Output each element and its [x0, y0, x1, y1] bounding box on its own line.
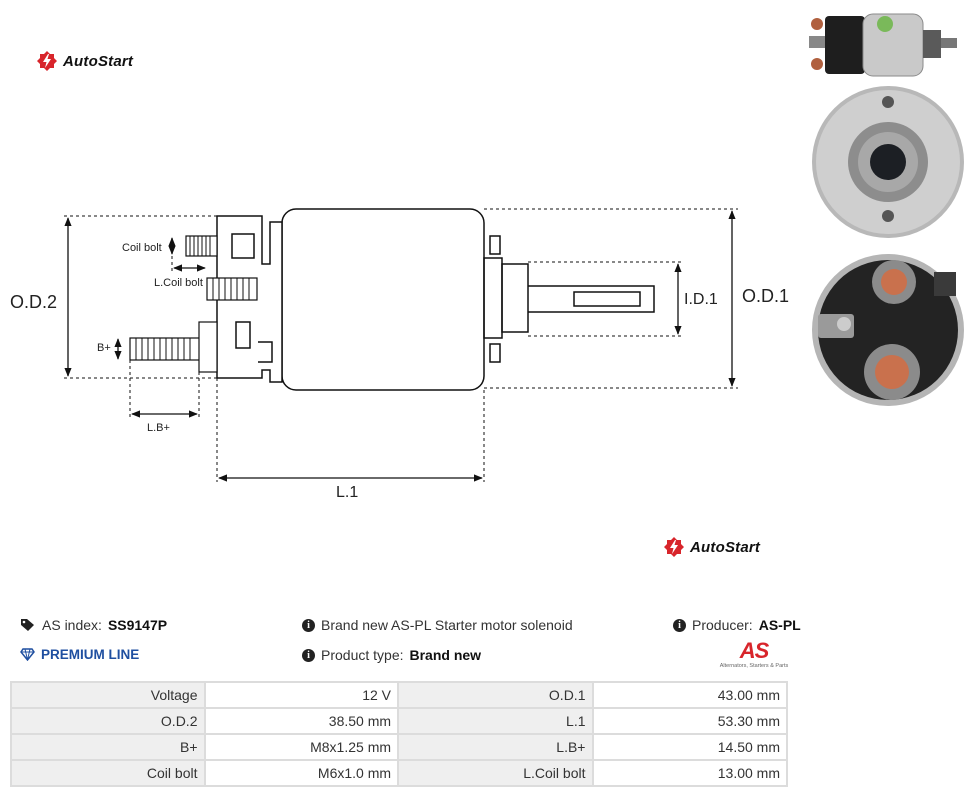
info-icon: i	[673, 618, 686, 632]
producer: i Producer: AS-PL	[673, 617, 801, 633]
table-row: Voltage 12 V O.D.1 43.00 mm	[10, 681, 788, 709]
label-l1: L.1	[336, 484, 358, 501]
autostart-logo-bottom[interactable]: AutoStart	[663, 536, 760, 558]
param-value: 14.50 mm	[591, 733, 788, 761]
table-row: B+ M8x1.25 mm L.B+ 14.50 mm	[10, 733, 788, 761]
autostart-logo-icon	[664, 537, 684, 557]
table-row: Coil bolt M6x1.0 mm L.Coil bolt 13.00 mm	[10, 759, 788, 787]
as-index-value: SS9147P	[107, 617, 168, 633]
producer-value: AS-PL	[758, 617, 801, 633]
diamond-icon	[20, 648, 35, 661]
product-photo-terminals[interactable]	[810, 252, 970, 412]
param-value: 13.00 mm	[591, 759, 788, 787]
param-label: O.D.2	[10, 707, 206, 735]
label-lb-plus: L.B+	[147, 422, 170, 434]
param-value: M6x1.0 mm	[203, 759, 400, 787]
label-b-plus: B+	[97, 342, 111, 354]
product-photo-front[interactable]	[810, 84, 970, 244]
label-od2: O.D.2	[10, 292, 57, 312]
label-l-coil-bolt: L.Coil bolt	[154, 277, 203, 289]
param-label: B+	[10, 733, 206, 761]
autostart-logo-icon	[37, 51, 57, 71]
tag-icon	[21, 619, 34, 631]
product-type: i Product type: Brand new	[302, 647, 481, 663]
logo-text: AutoStart	[63, 52, 134, 70]
param-value: 12 V	[203, 681, 400, 709]
param-label: Coil bolt	[10, 759, 206, 787]
product-type-label: Product type:	[321, 647, 404, 663]
as-index-label: AS index:	[42, 617, 102, 633]
param-value: 43.00 mm	[591, 681, 788, 709]
param-label: L.B+	[397, 733, 594, 761]
label-coil-bolt: Coil bolt	[122, 242, 162, 254]
premium-line: PREMIUM LINE	[20, 647, 139, 662]
logo-text: AutoStart	[690, 538, 761, 556]
as-pl-logo-mark: AS	[739, 638, 770, 663]
as-index: AS index: SS9147P	[20, 617, 167, 633]
info-icon: i	[302, 618, 315, 632]
param-value: 38.50 mm	[203, 707, 400, 735]
label-od1: O.D.1	[742, 286, 789, 306]
param-value: M8x1.25 mm	[203, 733, 400, 761]
as-pl-logo-tagline: Alternators, Starters & Parts	[719, 663, 789, 669]
param-value: 53.30 mm	[591, 707, 788, 735]
label-id1: I.D.1	[684, 291, 718, 308]
premium-line-label: PREMIUM LINE	[41, 647, 140, 662]
param-label: Voltage	[10, 681, 206, 709]
product-type-value: Brand new	[409, 647, 482, 663]
param-label: O.D.1	[397, 681, 594, 709]
producer-label: Producer:	[692, 617, 753, 633]
description-text: Brand new AS-PL Starter motor solenoid	[321, 617, 573, 633]
as-pl-logo[interactable]: AS Alternators, Starters & Parts	[716, 638, 792, 670]
info-icon: i	[302, 648, 315, 662]
autostart-logo-top[interactable]: AutoStart	[36, 50, 133, 72]
product-photo-side[interactable]	[805, 6, 965, 78]
table-row: O.D.2 38.50 mm L.1 53.30 mm	[10, 707, 788, 735]
solenoid-technical-drawing: O.D.2 O.D.1 I.D.1 L.1 Coil bolt L.Coil b…	[10, 208, 789, 501]
param-label: L.Coil bolt	[397, 759, 594, 787]
parameters-table: Voltage 12 V O.D.1 43.00 mm O.D.2 38.50 …	[10, 681, 788, 787]
param-label: L.1	[397, 707, 594, 735]
product-description: i Brand new AS-PL Starter motor solenoid	[302, 617, 573, 633]
